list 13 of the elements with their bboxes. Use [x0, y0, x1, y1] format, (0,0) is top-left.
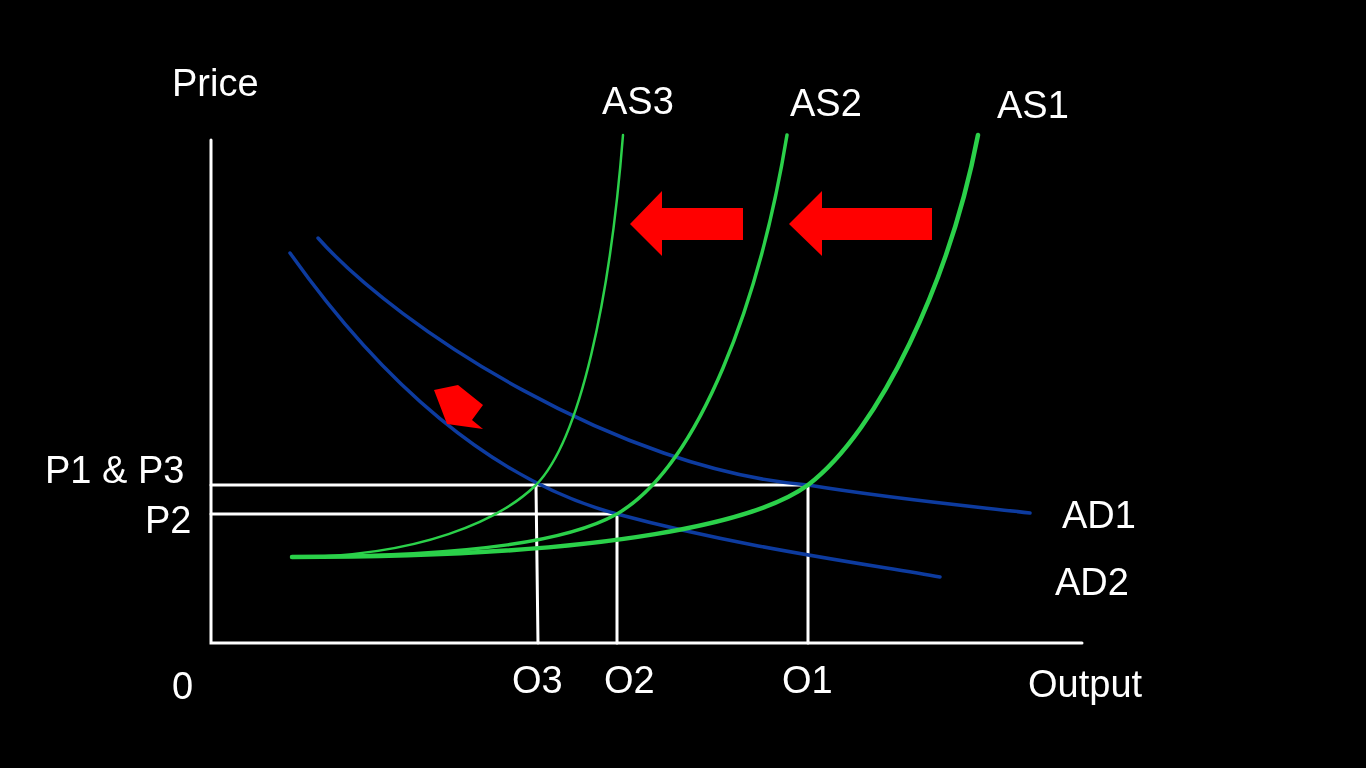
- curve-label: AS1: [997, 86, 1069, 124]
- curve-label: AS2: [790, 84, 862, 122]
- tick-label: O2: [604, 661, 655, 699]
- curve-label: AD2: [1055, 563, 1129, 601]
- curve-label: AS3: [602, 82, 674, 120]
- tick-label: P2: [145, 501, 192, 539]
- tick-label: O3: [512, 661, 563, 699]
- tick-label: O1: [782, 661, 833, 699]
- axis-label: Output: [1028, 665, 1143, 703]
- curve-label: AD1: [1062, 496, 1136, 534]
- tick-label: 0: [172, 667, 194, 705]
- axis-label: Price: [172, 64, 259, 102]
- tick-label: P1 & P3: [45, 451, 185, 489]
